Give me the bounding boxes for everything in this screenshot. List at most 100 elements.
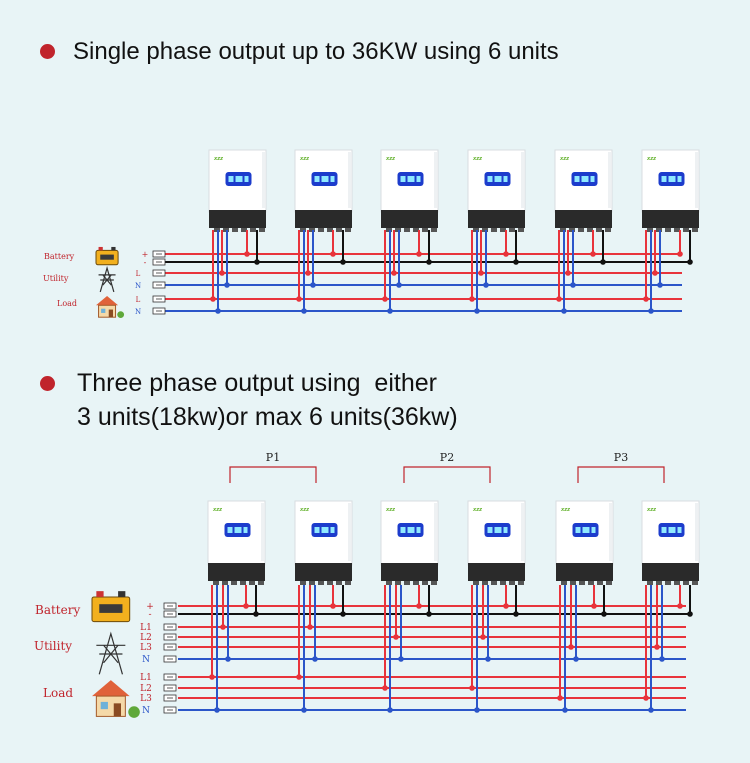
junction-dot — [220, 624, 226, 630]
junction-dot — [654, 644, 660, 650]
inverter-side — [434, 152, 437, 208]
cable-gland — [606, 581, 612, 585]
junction-dot — [485, 656, 491, 662]
junction-dot — [483, 282, 489, 288]
junction-dot — [561, 308, 567, 314]
cable-gland — [422, 228, 428, 232]
junction-dot — [480, 634, 486, 640]
cable-gland — [500, 228, 506, 232]
cable-gland — [404, 581, 410, 585]
brand-logo: xzz — [560, 507, 570, 513]
junction-dot — [210, 296, 216, 302]
cable-gland — [570, 581, 576, 585]
junction-dot — [591, 603, 597, 609]
phase-group-label: P2 — [440, 451, 454, 464]
junction-dot — [474, 707, 480, 713]
junction-dot — [296, 674, 302, 680]
junction-dot — [214, 707, 220, 713]
cable-gland — [683, 581, 689, 585]
inverter-unit: xzz — [294, 149, 353, 232]
inverter-unit: xzz — [207, 500, 266, 585]
lcd-segment — [581, 176, 589, 182]
junction-dot — [296, 296, 302, 302]
junction-dot — [396, 282, 402, 288]
battery-icon-terminal — [118, 591, 126, 597]
cable-gland — [336, 581, 342, 585]
house-icon — [98, 304, 117, 318]
junction-dot — [590, 251, 596, 257]
cable-gland — [518, 581, 524, 585]
junction-dot — [557, 695, 563, 701]
terminal-l-label: L — [136, 270, 141, 278]
inverter-unit: xzz — [208, 149, 267, 232]
battery-icon-label — [99, 604, 123, 613]
inverter-terminal-box — [295, 563, 352, 581]
cable-gland — [473, 581, 479, 585]
inverter-terminal-box — [208, 563, 265, 581]
brand-logo: xzz — [299, 156, 309, 162]
house-icon-window — [100, 701, 108, 710]
junction-dot — [643, 296, 649, 302]
house-icon-roof — [96, 295, 119, 306]
junction-dot — [643, 695, 649, 701]
battery-icon-terminal — [111, 246, 116, 251]
inverter-side — [695, 503, 698, 561]
utility-tower-icon — [96, 631, 126, 675]
inverter-unit: xzz — [467, 500, 526, 585]
junction-dot — [648, 308, 654, 314]
lcd-segment — [494, 527, 502, 533]
cable-gland — [683, 228, 689, 232]
junction-dot — [677, 603, 683, 609]
junction-dot — [687, 259, 693, 265]
cable-gland — [345, 228, 351, 232]
junction-dot — [330, 603, 336, 609]
brand-logo: xzz — [472, 507, 482, 513]
heading-single-phase: Single phase output up to 36KW using 6 u… — [40, 38, 559, 66]
junction-dot — [556, 296, 562, 302]
lcd-segment — [321, 176, 329, 182]
lcd-segment — [575, 527, 581, 533]
cable-gland — [647, 581, 653, 585]
cable-gland — [431, 581, 437, 585]
junction-dot — [253, 611, 259, 617]
terminal-plus-label: + — [146, 602, 154, 612]
terminal-l1-label: L1 — [140, 673, 152, 683]
cable-gland — [318, 228, 324, 232]
house-icon-window — [101, 308, 106, 313]
bullet-icon — [40, 44, 55, 59]
cable-gland — [327, 228, 333, 232]
inverter-terminal-box — [381, 563, 438, 581]
junction-dot — [503, 603, 509, 609]
junction-dot — [382, 296, 388, 302]
cable-gland — [692, 228, 698, 232]
inverter-side — [609, 503, 612, 561]
lcd-segment — [661, 176, 667, 182]
cable-gland — [404, 228, 410, 232]
junction-dot — [244, 251, 250, 257]
battery-icon-terminal — [98, 246, 103, 251]
inverter-terminal-box — [209, 210, 266, 228]
lcd-segment — [574, 176, 580, 182]
cable-gland — [413, 581, 419, 585]
phase-group-label: P3 — [614, 451, 628, 464]
cable-gland — [561, 581, 567, 585]
brand-logo: xzz — [385, 156, 395, 162]
cable-gland — [336, 228, 342, 232]
cable-gland — [222, 581, 228, 585]
junction-dot — [426, 259, 432, 265]
cable-gland — [318, 581, 324, 585]
house-icon-roof — [92, 680, 130, 697]
lcd-segment — [235, 176, 243, 182]
inverter-side — [521, 503, 524, 561]
cable-gland — [250, 228, 256, 232]
cable-gland — [665, 228, 671, 232]
lcd-segment — [314, 176, 320, 182]
junction-dot — [393, 634, 399, 640]
junction-dot — [570, 282, 576, 288]
cable-gland — [579, 581, 585, 585]
cable-gland — [232, 228, 238, 232]
junction-dot — [513, 259, 519, 265]
utility-tower-icon — [98, 265, 116, 293]
house-icon-door — [108, 309, 113, 318]
heading-single-phase-text: Single phase output up to 36KW using 6 u… — [73, 38, 559, 65]
